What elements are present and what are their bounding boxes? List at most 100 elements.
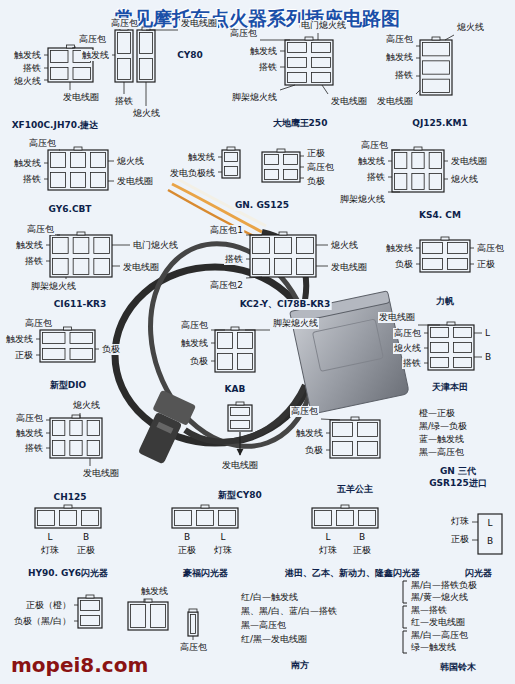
leader-line (211, 343, 215, 344)
watermark: mopei8.com (10, 654, 149, 676)
leader-line (36, 339, 40, 340)
leader-line (470, 248, 474, 249)
leader-line (472, 522, 478, 523)
leader-line (146, 82, 147, 106)
leader-line (211, 361, 215, 362)
model-name: CY80 (176, 50, 204, 61)
model-name: 新型CY80 (217, 490, 263, 501)
pin-label: 正极 (476, 259, 496, 270)
pin-label: 高压包 (110, 18, 139, 29)
pin-label: 高压包 (28, 138, 57, 149)
pin-label: B (82, 532, 90, 543)
model-name: KAB (224, 384, 247, 395)
leader-line (416, 248, 420, 249)
connector-socket (478, 514, 502, 554)
model-name: HY90. GY6闪光器 (27, 568, 109, 579)
leader-line (108, 161, 114, 162)
connector-socket (188, 609, 198, 636)
pin-label: 灯珠 (318, 545, 338, 556)
leader-line (46, 245, 50, 246)
model-name: 天津本田 (431, 382, 469, 393)
pin-label: 触发线 (249, 46, 278, 57)
pin-label: 熄火线 (393, 343, 422, 354)
pin-label: 熄火线 (72, 400, 101, 411)
model-name: CH125 (53, 492, 88, 503)
pin-label: 正极 (450, 534, 470, 545)
pin-label: 高压包2 (209, 280, 244, 291)
leader-line (46, 261, 50, 262)
pin-label: 黑/绿—负极 (418, 421, 468, 432)
connector-socket (35, 505, 101, 528)
leader-line (300, 178, 304, 179)
model-name: 力帆 (435, 296, 455, 307)
model-name: GN. GS125 (234, 200, 290, 211)
pin-label: 触发线 (13, 158, 42, 169)
connector-socket (48, 147, 108, 190)
pin-label: 熄火线 (132, 108, 161, 119)
leader-line (46, 448, 50, 449)
leader-line (300, 156, 304, 157)
pin-label: 触发线 (187, 152, 216, 163)
connector-socket (222, 147, 240, 178)
pin-label: 搭铁 (24, 256, 44, 267)
leader-line (44, 163, 48, 164)
pin-label: 脚架熄火线 (339, 194, 386, 205)
pin-label: 正极 (306, 148, 326, 159)
pin-label: 触发线 (5, 334, 34, 345)
leader-line (124, 82, 125, 94)
leader-line (44, 55, 48, 56)
pin-label: 蓝—触发线 (418, 434, 465, 445)
pin-label: 脚架熄火线 (272, 318, 319, 329)
pin-label: 搭铁 (366, 172, 386, 183)
pin-label: B (486, 536, 494, 547)
leader-line (388, 192, 400, 193)
pin-label: B (183, 532, 191, 543)
pin-label: 负极（黑/白） (13, 616, 72, 627)
pin-label: 触发线 (180, 338, 209, 349)
leader-line (90, 458, 91, 466)
pin-label: 触发线 (385, 243, 414, 254)
pin-label: 发电线圈 (330, 262, 368, 273)
leader-line (74, 605, 78, 606)
pin-label: L (46, 532, 53, 543)
pin-label: 正极 (177, 545, 197, 556)
leader-line (70, 82, 71, 90)
model-name: 五羊公主 (336, 484, 374, 495)
leader-line (424, 333, 428, 334)
leader-line (424, 363, 428, 364)
pin-label: 电门熄火线 (300, 20, 347, 31)
leader-line (108, 181, 114, 182)
pin-label: 负极 (101, 344, 121, 355)
bracket (403, 581, 407, 653)
leader-line (424, 348, 428, 349)
leader-line (66, 277, 67, 279)
leader-line (416, 76, 420, 77)
leader-line (112, 55, 115, 56)
title: 常见摩托车点火器系列插座电路图 (114, 6, 401, 30)
leader-line (326, 433, 330, 434)
pin-label: 正极 (76, 545, 96, 556)
pin-label: 发电负极线 (169, 168, 216, 179)
pin-label: 高压包 (15, 413, 44, 424)
pin-label: 黑/黄—熄火线 (410, 592, 469, 603)
pin-label: B (484, 352, 492, 363)
leader-line (280, 51, 285, 52)
leader-line (316, 266, 328, 267)
leader-line (260, 40, 290, 41)
pin-label: 发电线圈 (221, 460, 259, 471)
leader-line (316, 245, 328, 246)
pin-label: 高压包1 (209, 225, 244, 236)
pin-label: 熄火线 (13, 76, 42, 87)
connector-socket (285, 37, 333, 85)
connector-socket (420, 237, 470, 272)
leader-line (59, 150, 60, 151)
pin-label: 黑—搭铁 (410, 605, 448, 616)
model-name: 港田、乙本、新动力、隆鑫闪光器 (284, 568, 421, 579)
pin-label: 高压包 (393, 328, 422, 339)
leader-line (418, 325, 440, 326)
connector-socket (250, 232, 316, 277)
pin-label: 发电线圈 (122, 262, 160, 273)
pin-label: 红/黑—发电线圈 (240, 634, 308, 645)
pin-label: 搭铁 (22, 63, 42, 74)
pin-label: 触发线 (140, 586, 169, 597)
